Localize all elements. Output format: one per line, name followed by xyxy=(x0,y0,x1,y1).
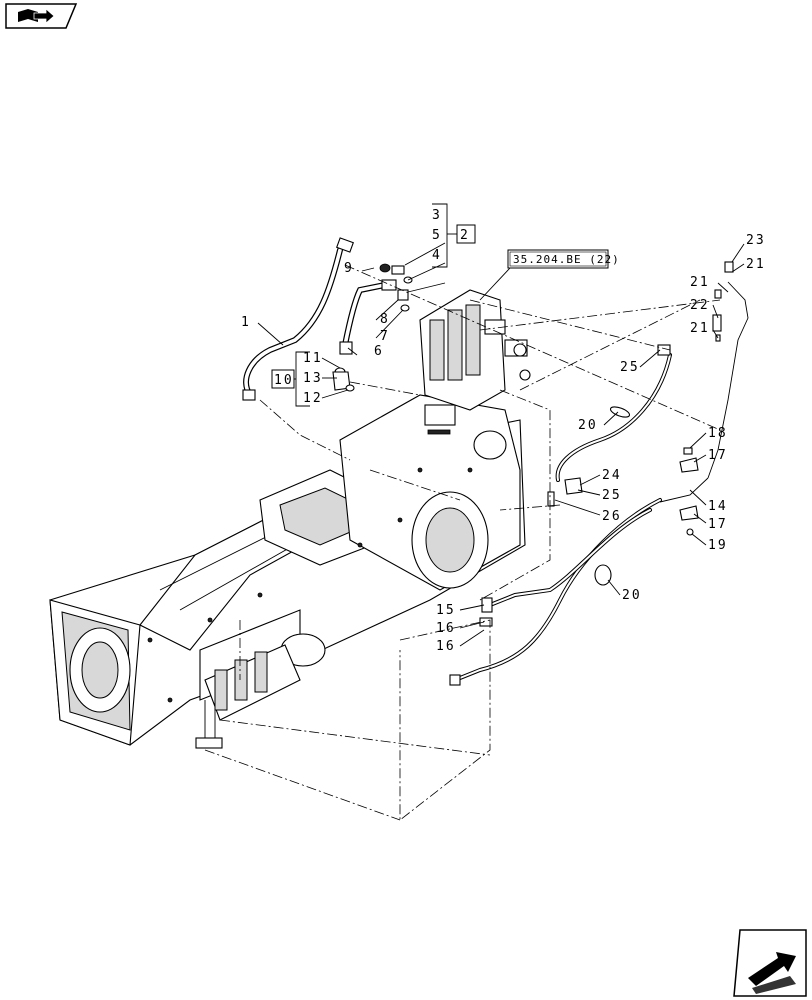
callout-9: 9 xyxy=(344,261,354,276)
callout-19: 19 xyxy=(708,538,728,553)
fittings-group xyxy=(332,263,413,392)
callout-25b: 25 xyxy=(602,488,622,503)
callout-labels: 1 2 3 4 5 6 7 8 9 10 11 12 13 14 15 16 1… xyxy=(241,208,766,654)
callout-16a: 16 xyxy=(436,621,456,636)
steel-pipe xyxy=(659,261,749,503)
callout-8: 8 xyxy=(380,312,390,327)
callout-10: 10 xyxy=(274,373,294,388)
remote-valves xyxy=(195,644,301,749)
callout-21c: 21 xyxy=(690,321,710,336)
callout-20a: 20 xyxy=(578,418,598,433)
reference-label[interactable]: 35.204.BE (22) xyxy=(513,253,620,266)
callout-24: 24 xyxy=(602,468,622,483)
callout-box-2 xyxy=(432,203,476,268)
callout-18: 18 xyxy=(708,426,728,441)
callout-26: 26 xyxy=(602,509,622,524)
callout-23: 23 xyxy=(746,233,766,248)
callout-16b: 16 xyxy=(436,639,456,654)
callout-21a: 21 xyxy=(746,257,766,272)
center-lines xyxy=(204,264,721,821)
hose-6 xyxy=(339,279,397,355)
valve-block xyxy=(419,289,531,411)
callout-21b: 21 xyxy=(690,275,710,290)
next-page-arrow-icon[interactable] xyxy=(733,929,807,997)
callout-15: 15 xyxy=(436,603,456,618)
hose-1 xyxy=(242,237,354,401)
callout-14: 14 xyxy=(708,499,728,514)
callout-20b: 20 xyxy=(622,588,642,603)
reference-box[interactable] xyxy=(507,249,609,269)
callout-17a: 17 xyxy=(708,448,728,463)
callout-11: 11 xyxy=(303,351,323,366)
callout-12: 12 xyxy=(303,391,323,406)
callout-3: 3 xyxy=(432,208,442,223)
hose-lower xyxy=(449,498,662,686)
callout-4: 4 xyxy=(432,248,442,263)
callout-25a: 25 xyxy=(620,360,640,375)
callout-17b: 17 xyxy=(708,517,728,532)
callout-22: 22 xyxy=(690,298,710,313)
callout-5: 5 xyxy=(432,228,442,243)
callout-6: 6 xyxy=(374,344,384,359)
callout-7: 7 xyxy=(380,329,390,344)
clips xyxy=(547,406,699,586)
callout-2: 2 xyxy=(460,228,470,243)
leader-lines xyxy=(257,242,745,647)
callout-13: 13 xyxy=(303,371,323,386)
book-arrow-icon[interactable] xyxy=(5,3,78,29)
callout-box-10 xyxy=(271,351,310,407)
transmission-housing xyxy=(49,394,526,746)
callout-1: 1 xyxy=(241,315,251,330)
